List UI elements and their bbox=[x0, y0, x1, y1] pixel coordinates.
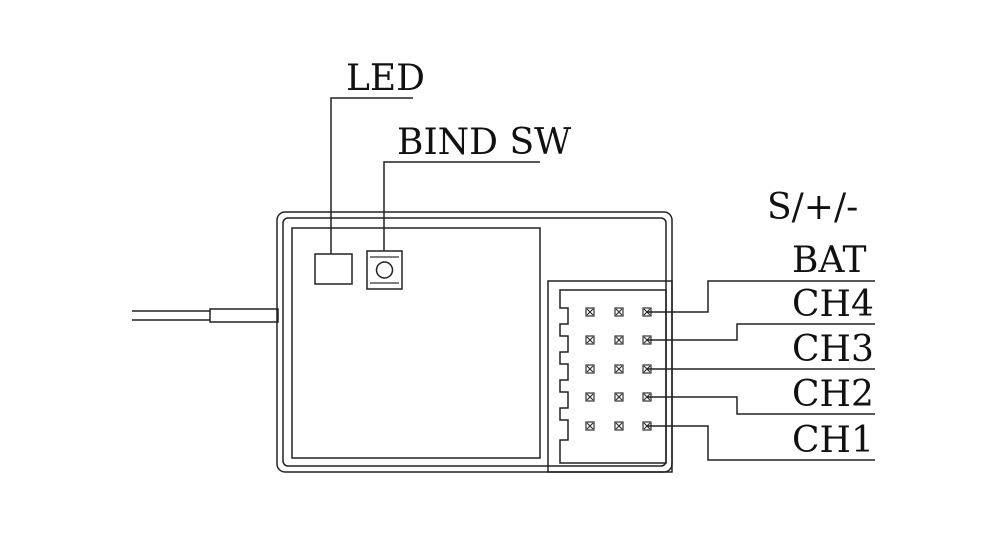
bind-sw-label: BIND SW bbox=[397, 122, 571, 163]
led-indicator bbox=[314, 253, 353, 285]
bat-leader-line bbox=[647, 280, 875, 313]
bind-switch bbox=[366, 250, 403, 290]
ch1-label: CH1 bbox=[792, 420, 874, 461]
ch1-leader-line bbox=[647, 425, 875, 461]
connector-pin bbox=[585, 421, 595, 431]
connector-pin bbox=[614, 421, 624, 431]
ch2-label: CH2 bbox=[792, 374, 874, 415]
led-leader-line bbox=[330, 97, 413, 254]
connector-pin bbox=[614, 364, 624, 374]
connector-pin bbox=[614, 335, 624, 345]
channel-leader-lines bbox=[647, 280, 875, 461]
connector-pin bbox=[585, 335, 595, 345]
ch4-label: CH4 bbox=[792, 284, 874, 325]
connector-pin bbox=[585, 364, 595, 374]
ch2-leader-line bbox=[647, 396, 875, 415]
connector-pin bbox=[585, 307, 595, 317]
ch3-label: CH3 bbox=[792, 329, 874, 370]
connector-pin bbox=[614, 392, 624, 402]
bat-label: BAT bbox=[792, 240, 867, 281]
antenna bbox=[132, 308, 279, 323]
servo-connector bbox=[547, 280, 673, 473]
bind-sw-leader-line bbox=[383, 161, 540, 251]
connector-pin bbox=[585, 392, 595, 402]
connector-pin bbox=[614, 307, 624, 317]
ch4-leader-line bbox=[647, 323, 875, 341]
receiver-housing bbox=[276, 211, 673, 473]
led-label: LED bbox=[346, 58, 425, 99]
circuit-board bbox=[291, 227, 541, 459]
connector-pins bbox=[585, 307, 652, 431]
pin-order-label: S/+/- bbox=[767, 187, 858, 228]
